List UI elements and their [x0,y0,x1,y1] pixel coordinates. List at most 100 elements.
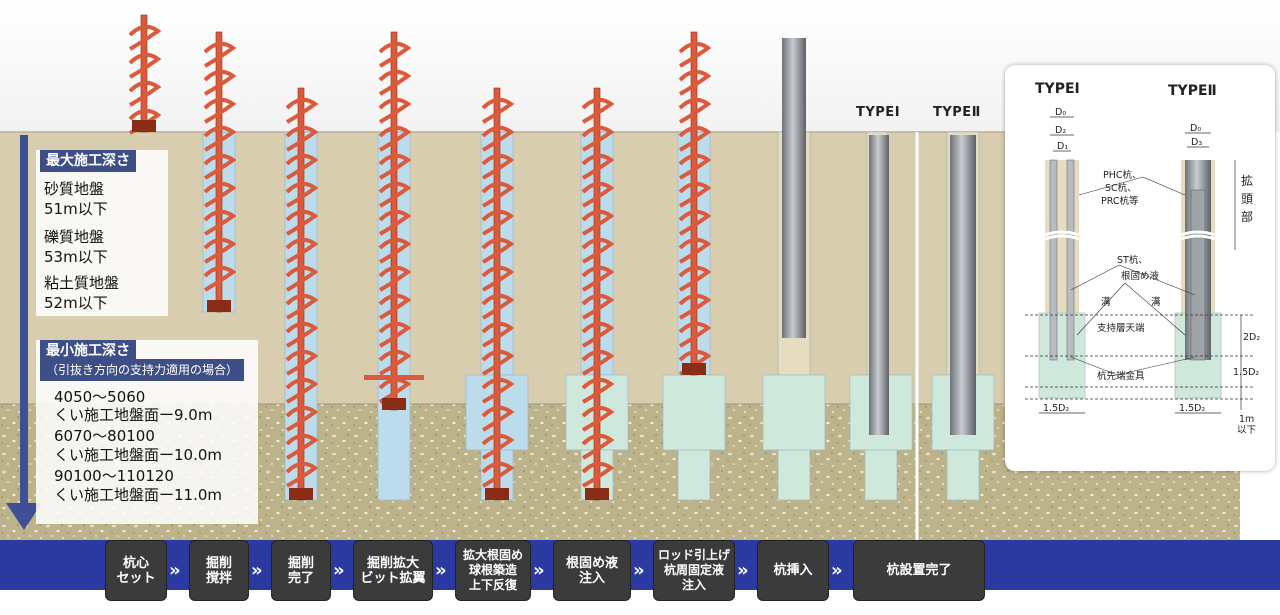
auger-flight [203,265,237,292]
max-depth-line: 52m以下 [44,294,108,312]
auger-flight [128,80,162,107]
borehole [864,449,898,501]
auger-flight [285,181,319,208]
auger-flight [481,405,515,432]
auger-flight [285,125,319,152]
auger-flight [378,153,412,180]
tip-fitting-label: 杭先端金具 [1097,370,1145,382]
auger-flight [378,125,412,152]
auger-flight [481,153,515,180]
max-depth-line: 砂質地盤 [44,180,105,198]
detail-type1-label: TYPEⅠ [1035,81,1080,97]
step-installation-complete: 杭設置完了 [854,541,984,600]
auger-flight [678,153,712,180]
auger-flight [378,377,412,404]
borehole [777,449,811,501]
d0-label-1: D₀ [1055,107,1066,118]
d3-label: D₃ [1191,137,1202,148]
below-label: 以下 [1237,425,1256,436]
step-pile-insert: 杭挿入 [758,541,828,600]
auger-flight [678,69,712,96]
chevron-right-icon: » [435,560,447,581]
auger-flight [581,405,615,432]
expansion-label: 部 [1241,209,1253,224]
width-right-label: 1.5D₂ [1179,403,1205,414]
auger-rod [140,14,148,133]
step-excavation-complete: 掘削 完了 [272,541,330,600]
chevron-right-icon: » [533,560,545,581]
auger-flight [581,265,615,292]
auger-flight [285,461,319,488]
auger-flight [378,265,412,292]
auger-flight [378,209,412,236]
auger-flight [481,97,515,124]
expansion-label: 拡 [1241,174,1253,188]
precast-pile [782,38,806,338]
support-top-label: 支持層天端 [1097,322,1145,334]
type2-label: TYPEⅡ [933,105,981,120]
drill-bit [207,300,231,312]
auger-flight [285,405,319,432]
st-pile-label: ST杭、 [1117,254,1148,266]
min-depth-line: 4050～5060 [54,388,146,406]
auger-flight [378,321,412,348]
auger-flight [285,293,319,320]
auger-flight [203,153,237,180]
auger-flight [678,209,712,236]
auger-flight [678,97,712,124]
auger-flight [481,237,515,264]
auger-flight [285,237,319,264]
drill-bit [382,398,406,410]
auger-flight [481,265,515,292]
auger-flight [378,349,412,376]
auger-flight [378,181,412,208]
auger-flight [678,41,712,68]
auger-flight [378,97,412,124]
pile-type-line: SC杭、 [1105,182,1137,194]
one5-d2-label: 1.5D₂ [1233,367,1259,378]
drill-bit [682,363,706,375]
precast-pile [950,135,976,435]
auger-flight [581,97,615,124]
borehole [946,449,980,501]
auger-flight [481,461,515,488]
auger-flight [581,293,615,320]
auger-flight [285,321,319,348]
auger-flight [678,265,712,292]
max-depth-line: 53m以下 [44,248,108,266]
max-depth-box: 最大施工深さ 砂質地盤 51m以下 礫質地盤 53m以下 粘土質地盤 52m以下 [36,150,168,316]
d0-label-2: D₀ [1190,123,1201,134]
auger-flight [285,153,319,180]
detail-type2-label: TYPEⅡ [1168,83,1217,99]
chevron-right-icon: » [251,560,263,581]
auger-flight [203,69,237,96]
auger-flight [581,349,615,376]
min-depth-line: 6070～80100 [54,427,155,445]
auger-flight [285,433,319,460]
auger-flight [581,209,615,236]
groove-right-label: 溝 [1151,296,1161,308]
drill-bit [585,488,609,500]
auger-flight [203,237,237,264]
auger-flight [678,237,712,264]
min-depth-line: くい施工地盤面ー9.0m [54,406,213,424]
auger-flight [678,321,712,348]
groove-left-label: 溝 [1101,296,1111,308]
auger-flight [678,293,712,320]
d1-label: D₁ [1057,141,1068,152]
step-pile-center-set: 杭心 セット [106,541,166,600]
step-rod-lift: ロッド引上げ 杭周固定液 注入 [654,541,734,600]
auger-flight [203,209,237,236]
auger-flight [481,125,515,152]
max-depth-line: 粘土質地盤 [44,274,120,292]
precast-pile [869,135,889,435]
auger-flight [481,293,515,320]
step-excavate-mix: 掘削 撹拌 [190,541,248,600]
chevron-right-icon: » [737,560,749,581]
auger-flight [378,69,412,96]
auger-flight [481,349,515,376]
drill-bit [289,488,313,500]
auger-flight [581,153,615,180]
auger-flight [581,181,615,208]
drill-bit [132,120,156,132]
